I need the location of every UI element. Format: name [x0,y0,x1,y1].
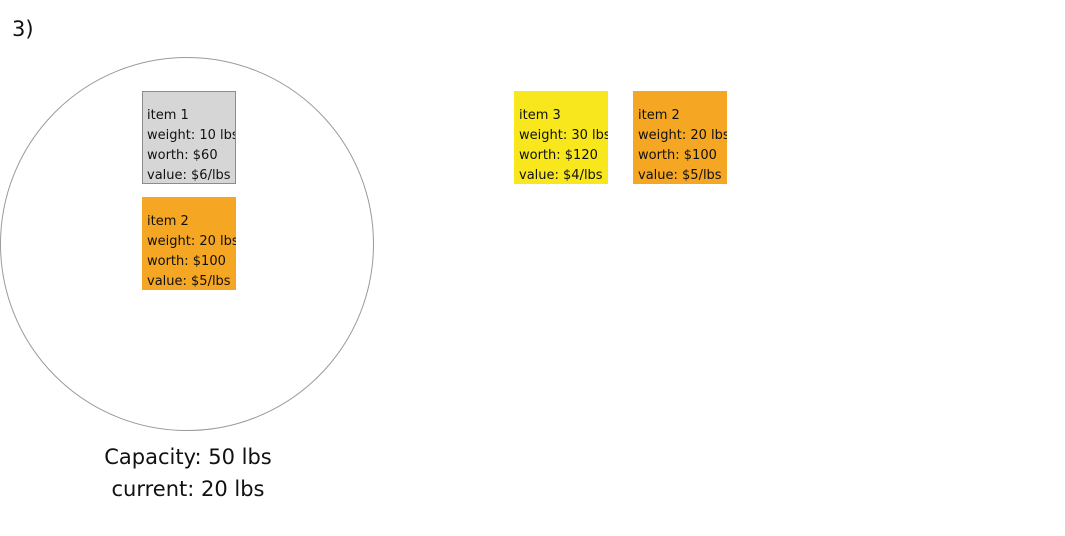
item-name: item 3 [519,108,561,123]
item-weight: weight: 10 lbs [147,128,236,143]
item-name: item 2 [638,108,680,123]
knapsack-capacity-label: Capacity: 50 lbs [104,445,272,469]
knapsack-circle [0,57,374,431]
item-weight: weight: 20 lbs [638,128,727,143]
item-worth: worth: $100 [147,254,226,269]
knapsack-item-2-card: item 2 weight: 20 lbs worth: $100 value:… [142,197,236,290]
item-weight: weight: 30 lbs [519,128,608,143]
item-value: value: $5/lbs [638,168,722,183]
item-value: value: $6/lbs [147,168,231,183]
item-value: value: $5/lbs [147,274,231,289]
item-worth: worth: $120 [519,148,598,163]
item-name: item 1 [147,108,189,123]
item-value: value: $4/lbs [519,168,603,183]
step-label: 3) [12,17,34,41]
item-worth: worth: $60 [147,148,218,163]
item-weight: weight: 20 lbs [147,234,236,249]
knapsack-item-1-card: item 1 weight: 10 lbs worth: $60 value: … [142,91,236,184]
pool-item-2-card: item 2 weight: 20 lbs worth: $100 value:… [633,91,727,184]
item-name: item 2 [147,214,189,229]
item-worth: worth: $100 [638,148,717,163]
knapsack-current-weight-label: current: 20 lbs [111,477,265,501]
pool-item-3-card: item 3 weight: 30 lbs worth: $120 value:… [514,91,608,184]
